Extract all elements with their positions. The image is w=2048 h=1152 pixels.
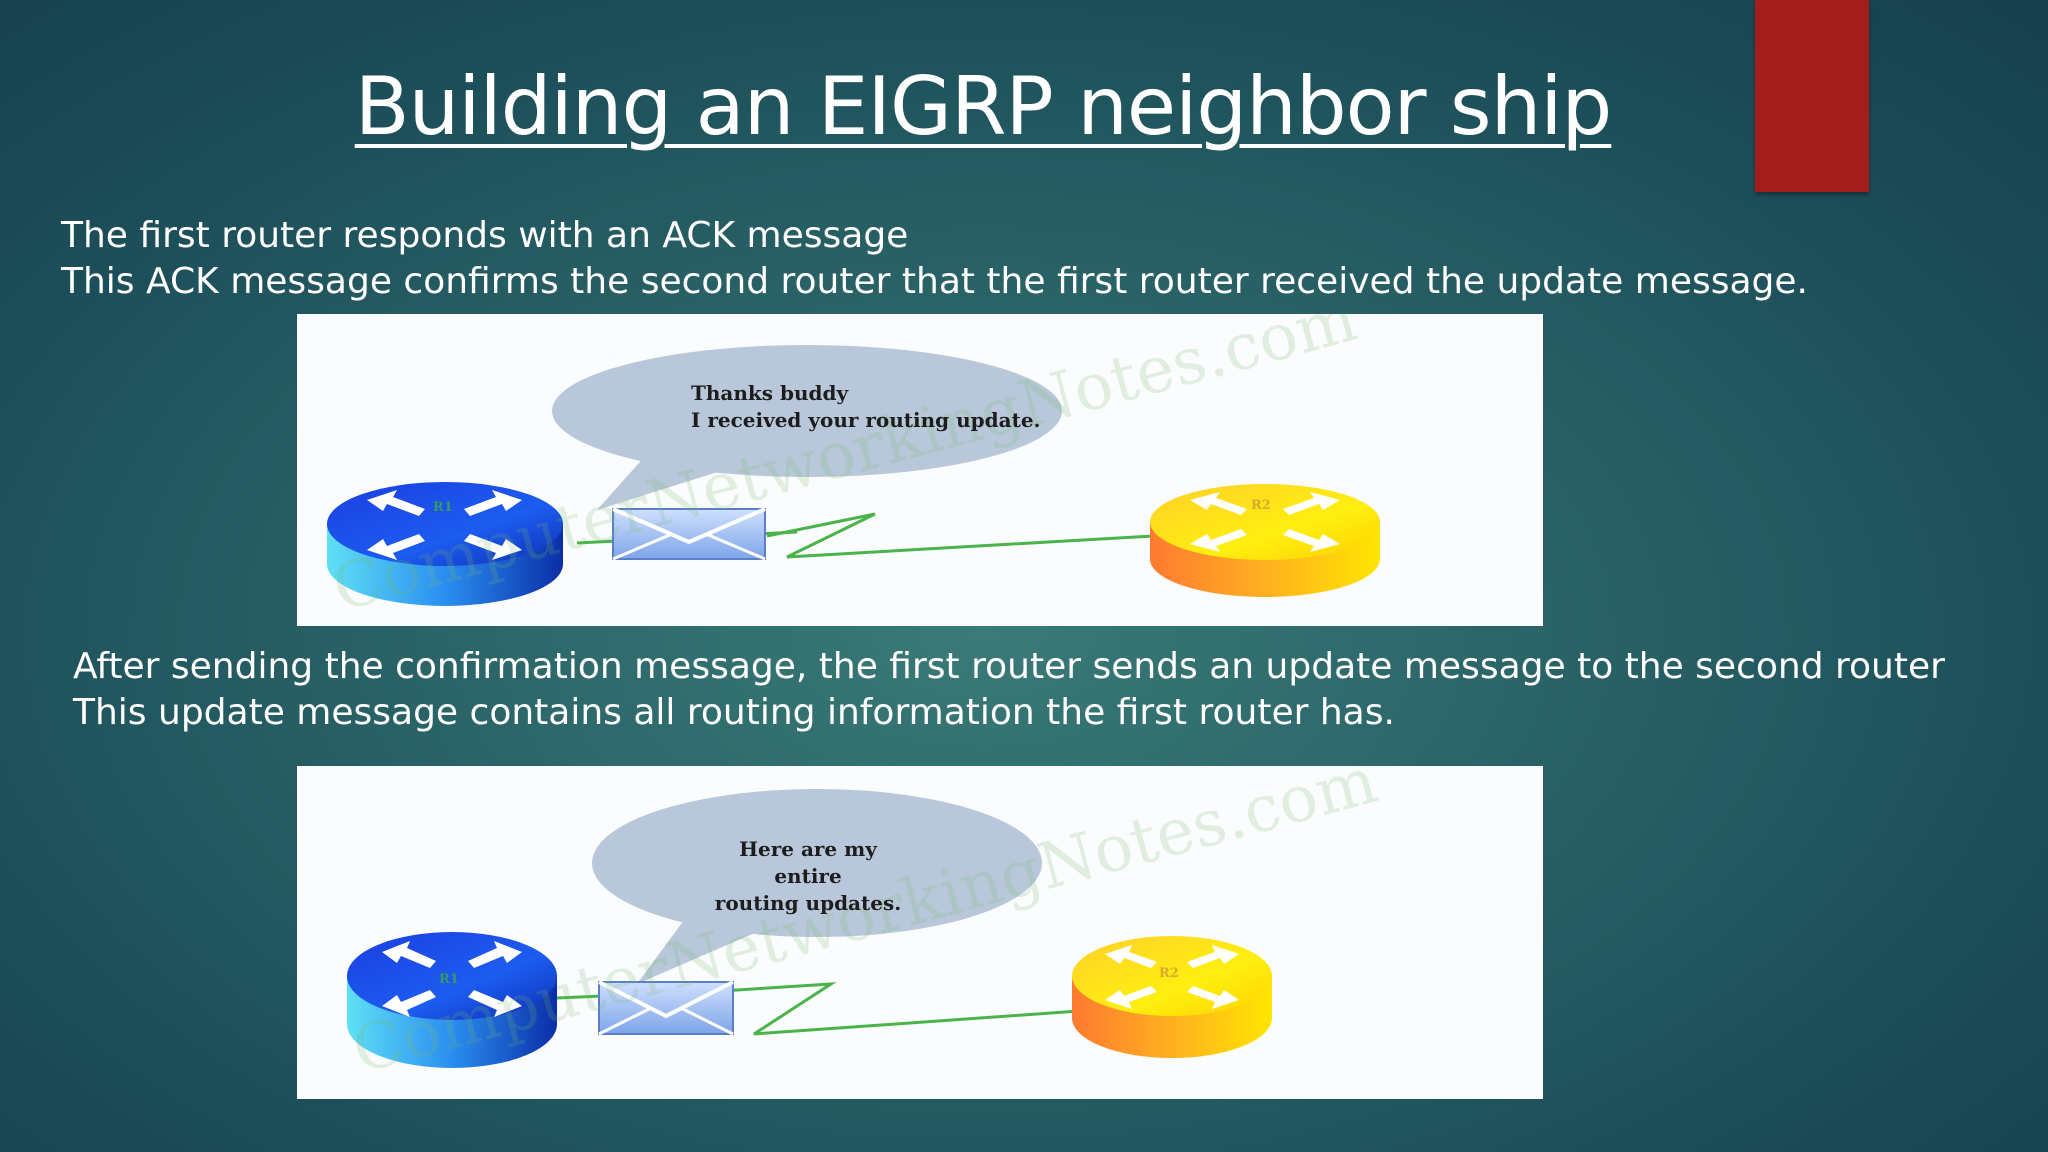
bubble-line2: routing updates. [714, 891, 902, 915]
envelope-icon [598, 980, 734, 1036]
bubble-line1: Thanks buddy [691, 381, 849, 405]
router-r2-label: R2 [1159, 966, 1179, 981]
speech-bubble-text: Here are my entire routing updates. [707, 836, 909, 917]
bubble-line2: I received your routing update. [691, 408, 1041, 432]
diagram-ack-graphic [327, 345, 1380, 606]
router-r2-label: R2 [1251, 498, 1271, 513]
paragraph-ack-line1: The first router responds with an ACK me… [61, 215, 909, 256]
speech-bubble [552, 345, 1062, 510]
router-r1-label: R1 [433, 500, 453, 515]
router-r2-icon [1150, 484, 1380, 597]
paragraph-ack: The first router responds with an ACK me… [61, 213, 1808, 305]
router-r2-icon [1072, 936, 1272, 1058]
accent-bar [1755, 0, 1869, 192]
paragraph-update-line1: After sending the confirmation message, … [73, 646, 1945, 687]
router-r1-label: R1 [439, 972, 459, 987]
bubble-line1: Here are my entire [739, 837, 877, 888]
router-r1-icon [347, 932, 557, 1068]
paragraph-update-line2: This update message contains all routing… [73, 692, 1395, 733]
diagram-ack: ComputerNetworkingNotes.com Thanks buddy… [297, 314, 1543, 626]
paragraph-ack-line2: This ACK message confirms the second rou… [61, 261, 1809, 302]
diagram-update-graphic [347, 789, 1272, 1068]
speech-bubble [592, 789, 1042, 984]
diagram-update: ComputerNetworkingNotes.com Here are my … [297, 766, 1543, 1099]
slide-title: Building an EIGRP neighbor ship [354, 60, 1613, 153]
speech-bubble-text: Thanks buddy I received your routing upd… [691, 380, 1041, 434]
envelope-icon [612, 507, 766, 561]
paragraph-update: After sending the confirmation message, … [73, 644, 1945, 736]
router-r1-icon [327, 482, 563, 606]
